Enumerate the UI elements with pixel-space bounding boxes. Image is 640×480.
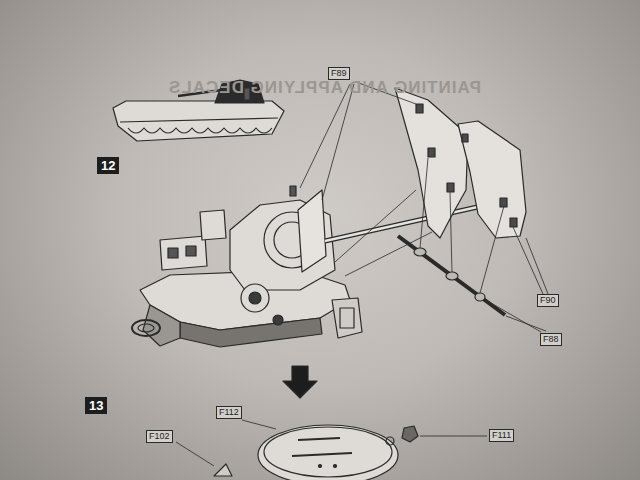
small-shield — [298, 190, 326, 272]
part-callout: F112 — [216, 406, 242, 419]
shield-brackets — [416, 104, 517, 227]
show-through-heading: PAINTING AND APPLYING DECALS — [168, 78, 481, 98]
hole — [334, 465, 337, 468]
small-part — [214, 464, 232, 476]
step-number: 13 — [85, 397, 107, 414]
step-number: 12 — [97, 157, 119, 174]
barrel — [325, 206, 482, 241]
callout-number: F90 — [540, 295, 556, 305]
step-number-text: 13 — [89, 398, 103, 413]
small-part — [402, 426, 418, 442]
part-callout: F111 — [489, 429, 514, 442]
detail — [168, 248, 178, 258]
hub — [249, 292, 261, 304]
bracket — [340, 308, 354, 328]
part-callout: F102 — [146, 430, 173, 443]
callout-number: F88 — [543, 334, 559, 344]
tank-hull — [113, 101, 284, 141]
rod-part — [446, 272, 458, 280]
post — [200, 210, 226, 240]
detail — [186, 246, 196, 256]
hole — [386, 437, 394, 445]
pin — [290, 186, 296, 196]
shield — [395, 88, 468, 238]
callout-number: F111 — [492, 430, 511, 440]
leader-lines — [176, 82, 548, 466]
hole — [319, 465, 322, 468]
part-callout: F90 — [537, 294, 559, 307]
callout-number: F102 — [149, 431, 170, 441]
tank-wheels — [120, 118, 278, 133]
step-arrow — [283, 366, 317, 398]
rod-part — [414, 248, 426, 256]
rod-part — [475, 293, 485, 301]
mount-leg — [143, 305, 180, 346]
shield — [458, 121, 526, 238]
turntable — [258, 425, 398, 480]
mount-side — [180, 318, 322, 347]
bracket — [332, 298, 362, 338]
ring — [132, 320, 160, 336]
frame — [160, 236, 207, 270]
slot — [298, 438, 340, 440]
slot — [292, 453, 352, 456]
callout-number: F112 — [219, 407, 239, 417]
part-callout: F88 — [540, 333, 562, 346]
wheel — [241, 284, 269, 312]
callout-number: F89 — [331, 68, 347, 78]
handwheel — [273, 315, 283, 325]
step-number-text: 12 — [101, 158, 115, 173]
barrel — [325, 206, 482, 241]
turntable — [264, 427, 392, 477]
ring — [138, 324, 154, 332]
